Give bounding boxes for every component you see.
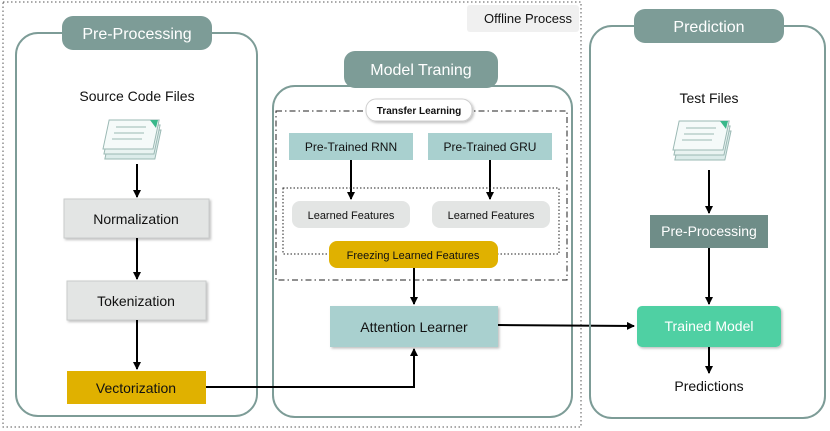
prediction-title: Prediction: [673, 19, 744, 36]
model-training-header: [344, 51, 498, 88]
document-stack-icon: [102, 119, 162, 160]
trained-model-box: [637, 306, 781, 347]
vectorization-box: [67, 371, 206, 404]
offline-process-region: Offline Process: [2, 1, 582, 428]
preprocessing-panel: Pre-Processing Source Code Files Normali…: [15, 16, 258, 417]
vectorization-to-attention-arrow: [206, 348, 418, 388]
pretrained-rnn-box: [289, 133, 413, 160]
pretrained-rnn-label: Pre-Trained RNN: [305, 140, 397, 154]
attention-learner-label: Attention Learner: [360, 319, 468, 335]
tokenization-label: Tokenization: [97, 293, 175, 309]
preprocessing-header: [62, 16, 212, 50]
transfer-learning-tag: [365, 98, 473, 122]
learned-features-label-left: Learned Features: [308, 210, 395, 222]
document-stack-icon: [672, 120, 732, 161]
pretrained-gru-label: Pre-Trained GRU: [444, 140, 537, 154]
prediction-preprocessing-box: [650, 215, 768, 248]
prediction-panel: Prediction Test Files Pre-Processing Tra…: [589, 9, 826, 419]
learned-features-box-right: [432, 201, 550, 228]
model-training-panel: Model Traning Transfer Learning Pre-Trai…: [272, 51, 573, 418]
trained-model-label: Trained Model: [665, 318, 754, 334]
learned-features-label-right: Learned Features: [448, 210, 535, 222]
prediction-preprocessing-label: Pre-Processing: [661, 223, 757, 239]
attention-to-trained-model-arrow: [497, 321, 635, 330]
predictions-label: Predictions: [674, 378, 743, 394]
prediction-header: [634, 9, 784, 43]
source-code-files-label: Source Code Files: [79, 88, 194, 104]
test-files-label: Test Files: [679, 90, 738, 106]
pretrained-gru-box: [428, 133, 552, 160]
normalization-label: Normalization: [93, 211, 179, 227]
model-training-title: Model Traning: [370, 62, 471, 79]
transfer-learning-label: Transfer Learning: [377, 106, 461, 117]
learned-features-box-left: [292, 201, 410, 228]
tokenization-box: [66, 280, 207, 321]
offline-process-label: Offline Process: [484, 11, 572, 26]
attention-learner-box: [330, 306, 498, 347]
freezing-features-label: Freezing Learned Features: [347, 250, 480, 262]
vectorization-label: Vectorization: [96, 380, 176, 396]
freezing-features-box: [329, 241, 498, 268]
offline-process-tag: [467, 5, 579, 32]
preprocessing-title: Pre-Processing: [82, 26, 191, 43]
